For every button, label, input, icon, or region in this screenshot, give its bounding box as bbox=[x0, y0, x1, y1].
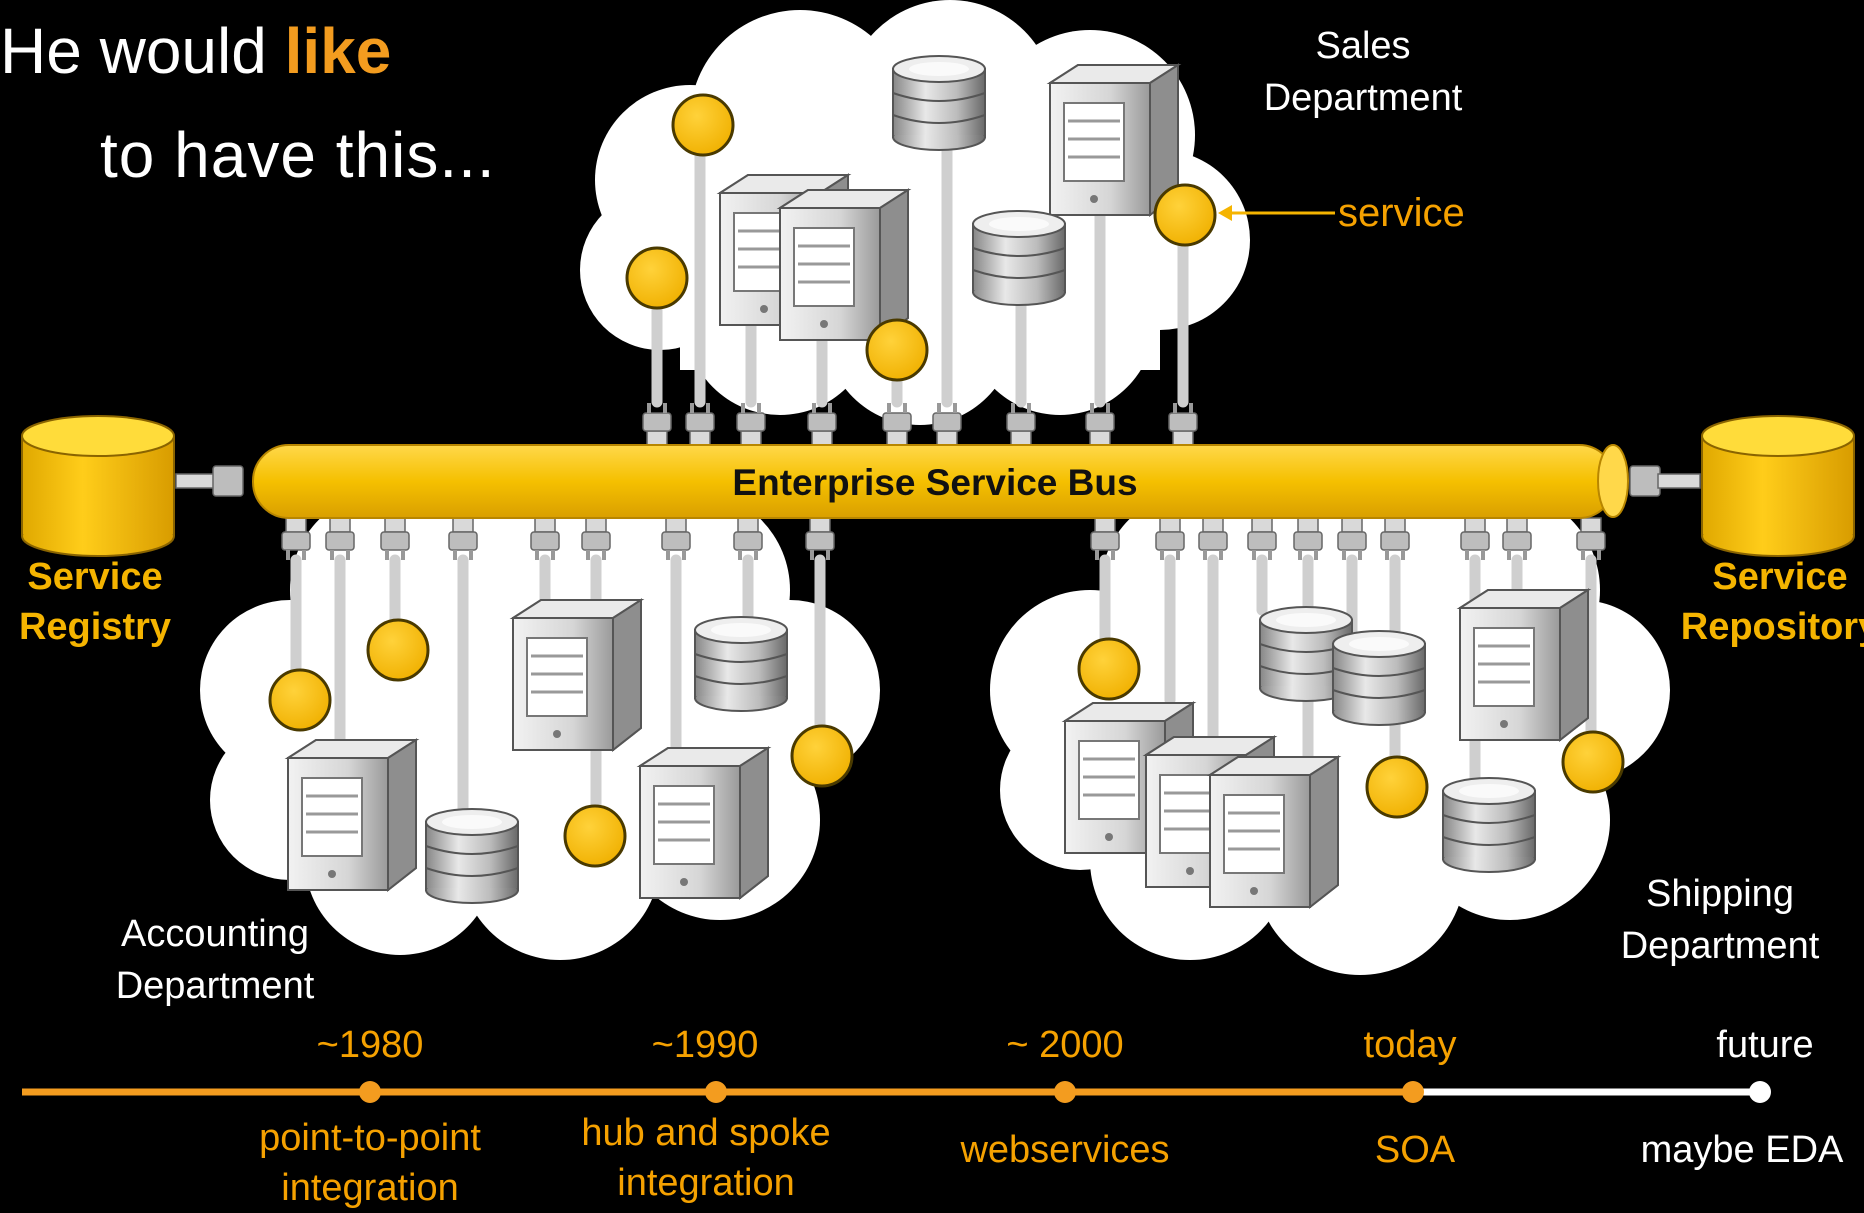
service-icon bbox=[1561, 730, 1625, 794]
service-icon bbox=[366, 618, 430, 682]
timeline-marker bbox=[705, 1081, 727, 1103]
database-icon bbox=[972, 210, 1066, 306]
timeline-year-1980: ~1980 bbox=[316, 1024, 424, 1066]
service-dots bbox=[268, 93, 1625, 868]
service-icon bbox=[1153, 183, 1217, 247]
timeline-era-webservices: webservices bbox=[960, 1129, 1170, 1171]
service-icon bbox=[1365, 755, 1429, 819]
timeline-year-2000: ~ 2000 bbox=[1006, 1024, 1124, 1066]
timeline bbox=[22, 1081, 1771, 1103]
service-repository-cylinder bbox=[1701, 415, 1855, 557]
service-icon bbox=[1077, 637, 1141, 701]
registry-connector bbox=[175, 465, 244, 497]
service-icon bbox=[790, 724, 854, 788]
service-legend-label: service bbox=[1338, 191, 1465, 235]
timeline-era-soa: SOA bbox=[1374, 1129, 1456, 1171]
service-icon bbox=[268, 668, 332, 732]
server-icon bbox=[778, 188, 910, 342]
database-icon bbox=[892, 55, 986, 151]
bus-label: Enterprise Service Bus bbox=[732, 462, 1137, 503]
service-icon bbox=[625, 246, 689, 310]
timeline-marker bbox=[1054, 1081, 1076, 1103]
timeline-marker bbox=[1749, 1081, 1771, 1103]
database-icon bbox=[1442, 777, 1536, 873]
database-icon bbox=[1332, 630, 1426, 726]
server-icon bbox=[1208, 755, 1340, 909]
slide-title: He would like bbox=[0, 15, 392, 87]
timeline-marker bbox=[359, 1081, 381, 1103]
service-icon bbox=[671, 93, 735, 157]
title-highlight: like bbox=[284, 15, 392, 87]
timeline-year-1990: ~1990 bbox=[651, 1024, 759, 1066]
service-registry-cylinder bbox=[21, 415, 175, 557]
database-icon bbox=[694, 616, 788, 712]
timeline-marker bbox=[1402, 1081, 1424, 1103]
service-arrow bbox=[1218, 205, 1335, 221]
service-icon bbox=[563, 804, 627, 868]
service-icon bbox=[865, 318, 929, 382]
server-icon bbox=[1458, 588, 1590, 742]
enterprise-service-bus: Enterprise Service Bus bbox=[252, 444, 1629, 519]
database-icon bbox=[425, 808, 519, 904]
slide-subtitle: to have this... bbox=[100, 119, 496, 191]
server-icon bbox=[1048, 63, 1180, 217]
repository-connector bbox=[1629, 465, 1701, 497]
timeline-era-eda: maybe EDA bbox=[1640, 1129, 1844, 1171]
server-icon bbox=[511, 598, 643, 752]
timeline-year-future: future bbox=[1716, 1024, 1814, 1066]
server-icon bbox=[638, 746, 770, 900]
timeline-year-today: today bbox=[1363, 1024, 1457, 1066]
server-icon bbox=[286, 738, 418, 892]
